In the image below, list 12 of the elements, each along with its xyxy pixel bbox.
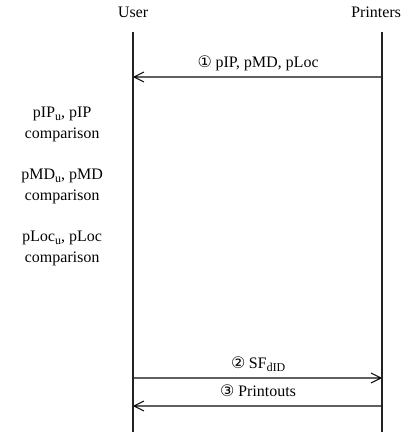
message-arrow xyxy=(133,400,381,412)
edge-label: ② SF$_{dID}$ xyxy=(230,354,286,374)
comparison-note: pIP$_{u}$, pIP comparison xyxy=(24,103,100,144)
participant-name: User xyxy=(118,5,148,21)
lifeline xyxy=(381,32,383,432)
comparison-note: pLoc$_{u}$, pLoc comparison xyxy=(21,227,103,268)
message-arrow xyxy=(134,372,382,384)
edge-label: ① pIP, pMD, pLoc xyxy=(197,53,319,73)
comparison-note: pMD$_{u}$, pMD comparison xyxy=(20,165,104,206)
message-arrow xyxy=(133,71,381,83)
participant-name: Printers xyxy=(351,5,401,21)
lifeline xyxy=(132,32,134,432)
